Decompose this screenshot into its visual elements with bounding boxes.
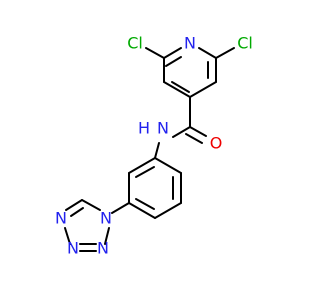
bond-c6-cl: [215, 47, 235, 59]
bond-c5-c4: [189, 81, 217, 98]
bond-p3-p4: [154, 202, 182, 219]
bond-p5-ntet: [111, 202, 130, 214]
bond-n4-n3: [64, 227, 71, 245]
bond-p6-p1: [128, 157, 156, 174]
n-tetrazole-3-label: N: [67, 239, 79, 258]
bond-c2-n1: [163, 47, 182, 59]
bond-c3-c4-double: [171, 81, 190, 93]
bond-p1-p2: [154, 157, 182, 174]
n-tetrazole-1-label: N: [100, 209, 112, 228]
bond-n2-n1: [104, 227, 110, 245]
n-tetrazole-2-label: N: [97, 239, 109, 258]
bond-p4-p5: [128, 202, 156, 219]
n-pyridine-label: N: [184, 34, 196, 53]
pyridine-ring: [163, 47, 217, 98]
structure-svg: Cl N Cl H N O N N N N: [55, 34, 253, 258]
bond-p6-p1-double: [135, 166, 155, 178]
o-carbonyl-label: O: [210, 134, 223, 153]
bond-p4-p5-double: [135, 198, 155, 210]
molecule-diagram: Cl N Cl H N O N N N N: [55, 33, 253, 258]
tetrazole-ring: [64, 199, 110, 252]
n-tetrazole-4-label: N: [55, 209, 67, 228]
bond-ccarbonyl-n: [172, 126, 191, 138]
bond-ccarbonyl-o: [189, 126, 207, 137]
bond-c5t-n4t-double: [70, 207, 84, 217]
cl-right-label: Cl: [237, 34, 253, 53]
bond-c3-c4: [163, 81, 191, 98]
nh-n-label: N: [157, 119, 169, 138]
phenyl-ring: [128, 157, 182, 219]
bond-n1-c6: [198, 47, 217, 59]
bond-c2-n1-double: [165, 56, 182, 67]
cl-left-label: Cl: [127, 34, 143, 53]
nh-h-label: H: [138, 119, 150, 138]
bond-ccarbonyl-o-double: [185, 133, 203, 144]
bond-c2-cl: [145, 47, 165, 59]
bond-n-cphenyl: [154, 142, 160, 159]
bond-c5t-n4t: [65, 199, 83, 211]
bond-n1-c5t: [81, 199, 101, 211]
